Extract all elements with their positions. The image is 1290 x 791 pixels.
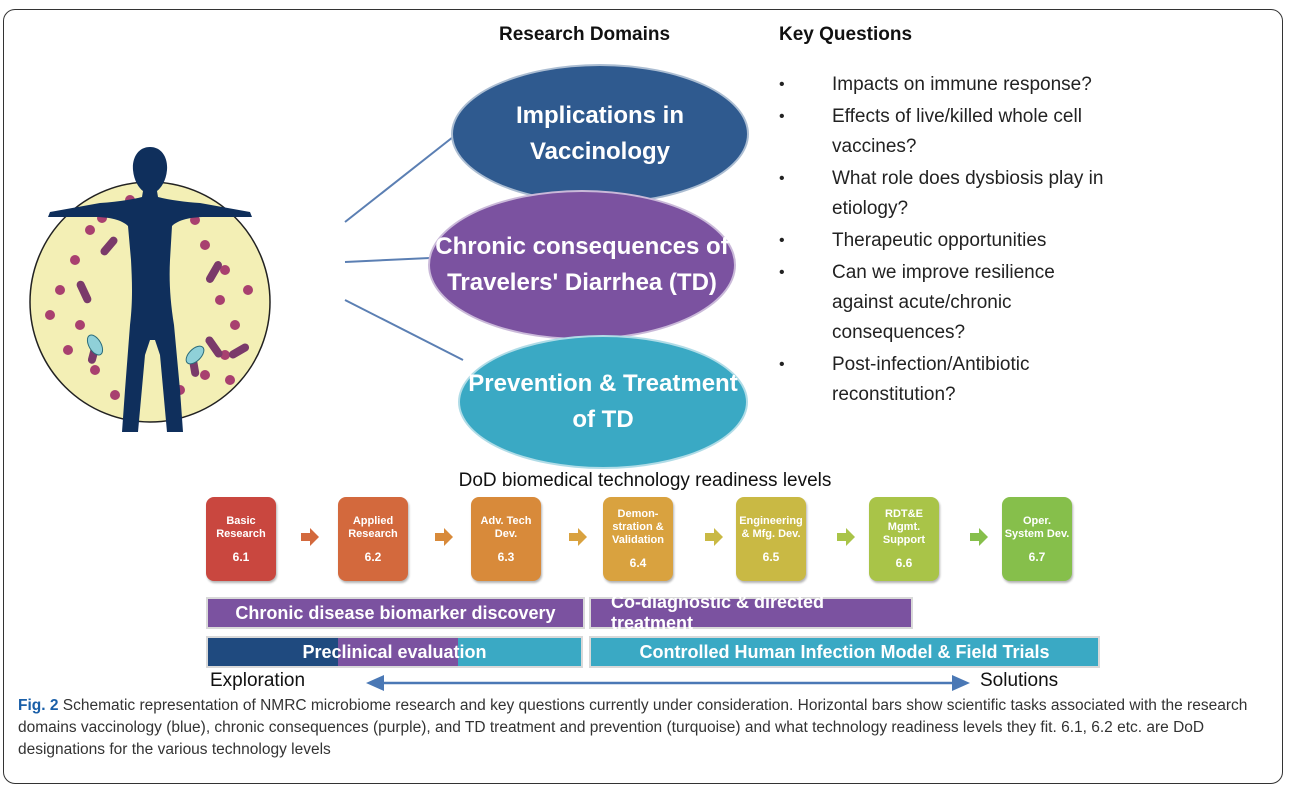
trl-label: RDT&E Mgmt. Support bbox=[882, 508, 926, 546]
trl-arrow-icon bbox=[301, 528, 319, 546]
trl-arrow-icon bbox=[705, 528, 723, 546]
trl-label: Demon-stration & Validation bbox=[612, 508, 664, 546]
trl-label: Applied Research bbox=[348, 514, 398, 540]
domain-chronic-consequences: Chronic consequences of Travelers' Diarr… bbox=[428, 190, 736, 340]
bar-label: Co-diagnostic & directed treatment bbox=[611, 592, 825, 633]
key-questions-header: Key Questions bbox=[779, 24, 913, 45]
trl-label: Oper. System Dev. bbox=[1004, 514, 1070, 540]
trl-box-6-5: Engineering & Mfg. Dev. 6.5 bbox=[736, 497, 806, 581]
question-item: Post-infection/Antibiotic reconstitution… bbox=[775, 350, 1120, 410]
trl-number: 6.5 bbox=[762, 549, 780, 564]
trl-box-6-3: Adv. Tech Dev. 6.3 bbox=[471, 497, 541, 581]
human-microbiome-illustration bbox=[29, 147, 271, 432]
trl-arrow-icon bbox=[837, 528, 855, 546]
trl-box-6-6: RDT&E Mgmt. Support 6.6 bbox=[869, 497, 939, 581]
bar-label: Preclinical evaluation bbox=[302, 641, 487, 662]
trl-number: 6.3 bbox=[497, 549, 515, 564]
bar-chronic-biomarker: Chronic disease biomarker discovery bbox=[206, 597, 585, 629]
trl-box-6-7: Oper. System Dev. 6.7 bbox=[1002, 497, 1072, 581]
research-domains-header: Research Domains bbox=[499, 24, 671, 45]
trl-box-6-2: Applied Research 6.2 bbox=[338, 497, 408, 581]
trl-number: 6.2 bbox=[364, 549, 382, 564]
key-questions-list: Impacts on immune response? Effects of l… bbox=[775, 70, 1120, 412]
question-item: Effects of live/killed whole cell vaccin… bbox=[775, 102, 1120, 162]
trl-number: 6.1 bbox=[232, 549, 250, 564]
axis-exploration-label: Exploration bbox=[210, 670, 306, 691]
bar-segment-chronic bbox=[338, 638, 458, 666]
figure-frame bbox=[3, 9, 1283, 784]
question-item: Impacts on immune response? bbox=[775, 70, 1120, 100]
bar-label: Controlled Human Infection Model & Field… bbox=[639, 641, 1050, 662]
axis-solutions-label: Solutions bbox=[980, 670, 1059, 691]
trl-box-6-1: Basic Research 6.1 bbox=[206, 497, 276, 581]
question-item: Therapeutic opportunities bbox=[775, 226, 1120, 256]
trl-arrow-icon bbox=[435, 528, 453, 546]
trl-label: Adv. Tech Dev. bbox=[480, 514, 532, 540]
trl-number: 6.7 bbox=[1028, 549, 1046, 564]
trl-arrow-icon bbox=[569, 528, 587, 546]
caption-label: Fig. 2 bbox=[18, 697, 59, 714]
bar-segment-treatment bbox=[458, 638, 581, 666]
figure-caption: Fig. 2 Schematic representation of NMRC … bbox=[18, 695, 1276, 761]
bar-preclinical: Preclinical evaluation bbox=[206, 636, 583, 668]
trl-label: Basic Research bbox=[216, 514, 266, 540]
trl-arrow-icon bbox=[970, 528, 988, 546]
bar-segment-vaccinology bbox=[208, 638, 338, 666]
bar-co-diagnostic: Co-diagnostic & directed treatment bbox=[589, 592, 913, 633]
bar-label: Chronic disease biomarker discovery bbox=[235, 602, 556, 623]
trl-box-6-4: Demon-stration & Validation 6.4 bbox=[603, 497, 673, 581]
bar-controlled-human: Controlled Human Infection Model & Field… bbox=[589, 636, 1100, 668]
question-item: Can we improve resilience against acute/… bbox=[775, 258, 1120, 348]
domain-prevention-treatment: Prevention & Treatment of TD bbox=[458, 335, 748, 469]
trl-title: DoD biomedical technology readiness leve… bbox=[458, 470, 832, 491]
question-item: What role does dysbiosis play in etiolog… bbox=[775, 164, 1120, 224]
trl-number: 6.6 bbox=[895, 556, 913, 570]
trl-number: 6.4 bbox=[629, 556, 647, 570]
caption-text: Schematic representation of NMRC microbi… bbox=[18, 697, 1248, 758]
trl-label: Engineering & Mfg. Dev. bbox=[739, 514, 803, 540]
domain-vaccinology: Implications in Vaccinology bbox=[451, 64, 749, 204]
